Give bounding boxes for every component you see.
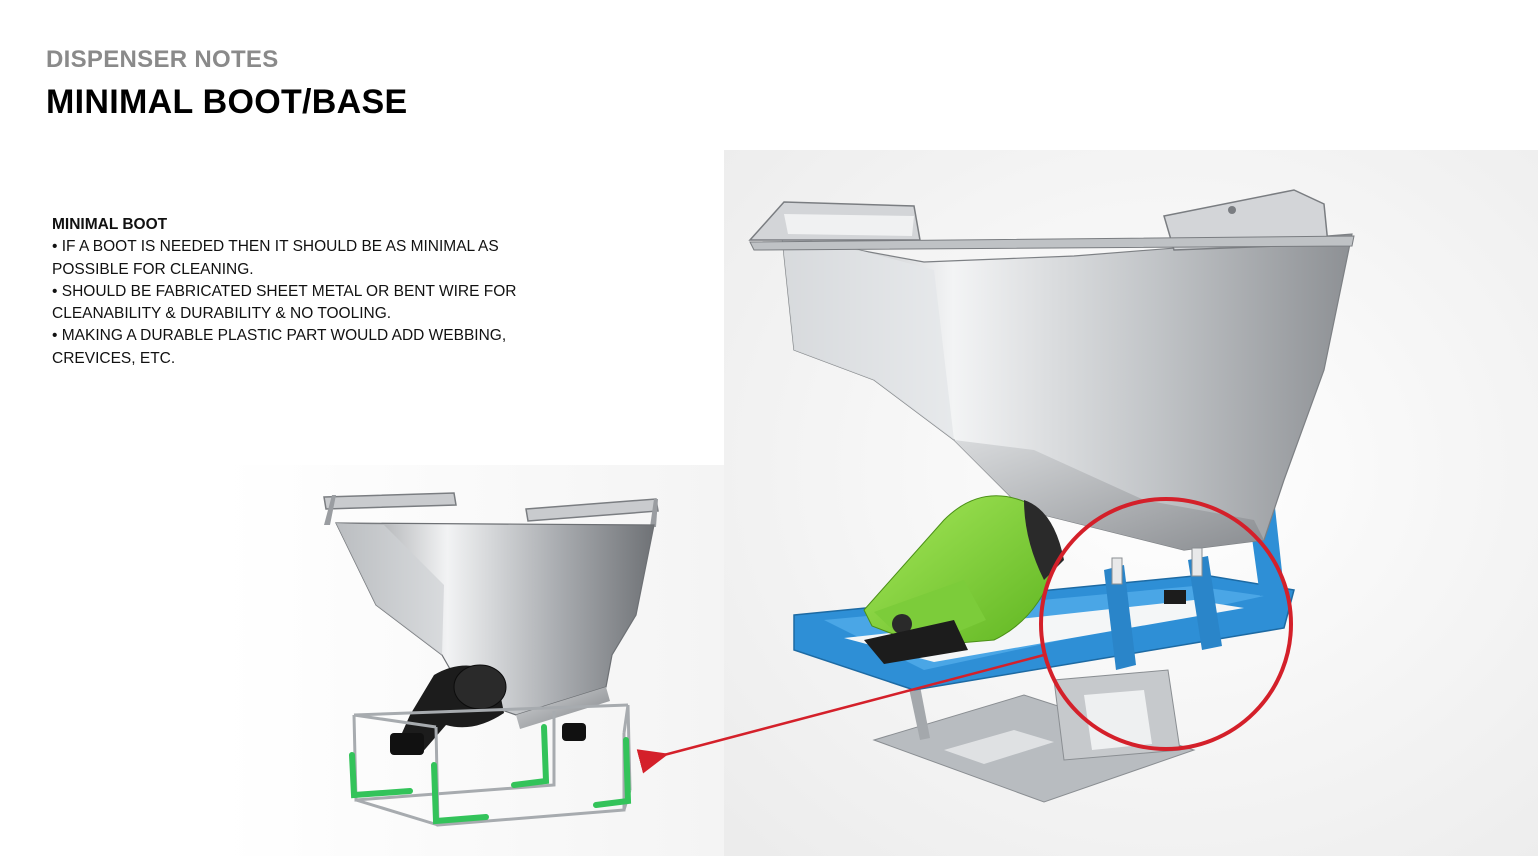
notes-block: MINIMAL BOOT IF A BOOT IS NEEDED THEN IT… (52, 214, 552, 370)
page-title: MINIMAL BOOT/BASE (46, 83, 408, 121)
wire-stand-render (224, 465, 724, 856)
note-bullet: SHOULD BE FABRICATED SHEET METAL OR BENT… (52, 281, 552, 326)
notes-heading: MINIMAL BOOT (52, 216, 168, 233)
note-bullet: IF A BOOT IS NEEDED THEN IT SHOULD BE AS… (52, 236, 552, 281)
plastic-boot-render (724, 150, 1538, 856)
note-bullet: MAKING A DURABLE PLASTIC PART WOULD ADD … (52, 325, 552, 370)
section-kicker: DISPENSER NOTES (46, 46, 279, 73)
